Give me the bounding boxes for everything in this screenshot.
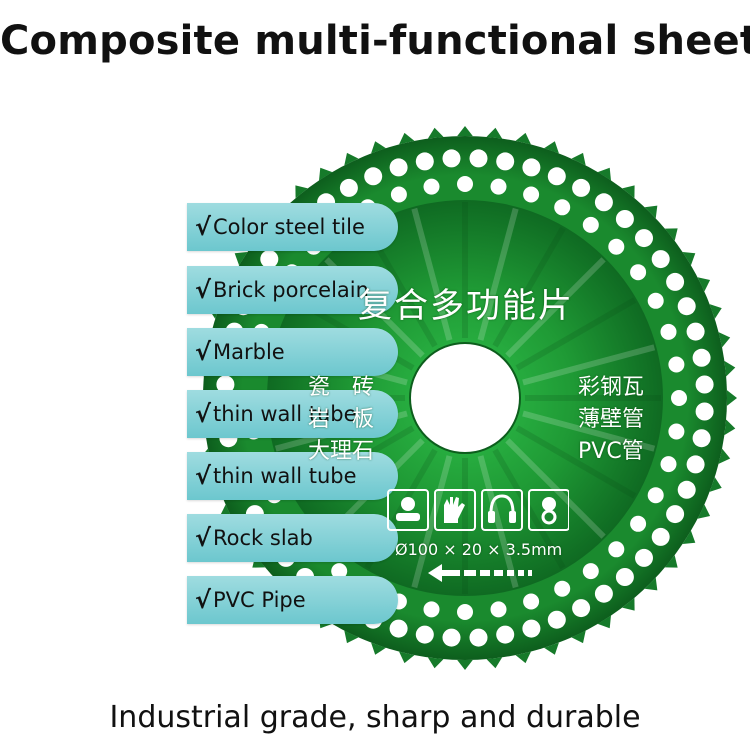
ear-muffs-icon [481, 489, 523, 531]
disc-right-line: 薄壁管 [578, 407, 645, 432]
safety-icons [387, 489, 569, 531]
disc-right-line: 彩钢瓦 [578, 375, 645, 400]
check-icon: √ [195, 400, 212, 428]
feature-label: Rock slab [213, 526, 313, 550]
check-icon: √ [195, 586, 212, 614]
disc-left-line: 瓷 砖 [308, 375, 375, 400]
feature-pill: √ thin wall tube [187, 452, 398, 500]
feature-list: √ Color steel tile √ Brick porcelain √ M… [185, 100, 405, 680]
check-icon: √ [195, 213, 212, 241]
check-icon: √ [195, 338, 212, 366]
footer-tagline: Industrial grade, sharp and durable [109, 700, 641, 735]
feature-label: Marble [213, 340, 285, 364]
feature-label: Color steel tile [213, 215, 365, 239]
feature-pill: √ Brick porcelain [187, 266, 398, 314]
rotation-arrow-icon [428, 564, 532, 582]
check-icon: √ [195, 524, 212, 552]
gloves-icon [434, 489, 476, 531]
goggles-icon [387, 489, 429, 531]
feature-label: thin wall tube [213, 464, 357, 488]
feature-pill: √ Color steel tile [187, 203, 398, 251]
check-icon: √ [195, 462, 212, 490]
disc-heading: 复合多功能片 [358, 286, 574, 326]
arbor-hole [409, 342, 521, 454]
feature-pill: √ Marble [187, 328, 398, 376]
feature-label: PVC Pipe [213, 588, 306, 612]
feature-label: Brick porcelain [213, 278, 369, 302]
disc-right-line: PVC管 [578, 439, 644, 464]
feature-pill: √ Rock slab [187, 514, 398, 562]
disc-left-line: 大理石 [308, 439, 375, 464]
feature-label: thin wall tube [213, 402, 357, 426]
respirator-icon [528, 489, 569, 531]
page-title: Composite multi-functional sheet [0, 18, 750, 64]
disc-left-line: 岩 板 [308, 407, 375, 432]
feature-pill: √ PVC Pipe [187, 576, 398, 624]
spec-text: Ø100 × 20 × 3.5mm [395, 540, 563, 559]
check-icon: √ [195, 276, 212, 304]
feature-pill: √ thin wall tube [187, 390, 398, 438]
